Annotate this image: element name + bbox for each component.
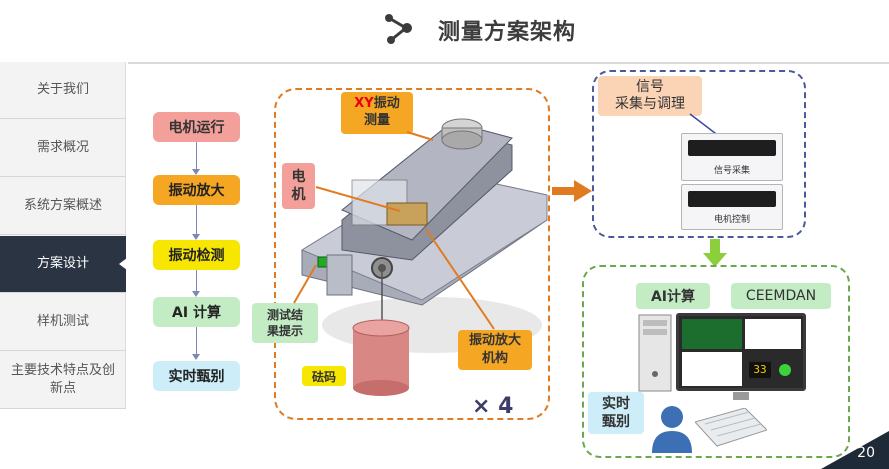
computer-tower-icon <box>638 314 672 392</box>
amplifier-text-1: 振动放大 <box>468 333 521 349</box>
flow-step-motor-run: 电机运行 <box>153 112 240 142</box>
waveform-panel <box>682 319 742 349</box>
pointer-line <box>315 186 401 212</box>
motor-text-1: 电 <box>291 168 306 185</box>
monitor-stand <box>733 392 749 400</box>
pointer-line <box>406 131 434 141</box>
multiplier-text: × 4 <box>472 394 514 419</box>
test-result-text-1: 测试结 <box>266 307 303 322</box>
test-result-label: 测试结 果提示 <box>252 303 318 343</box>
amplifier-text-2: 机构 <box>481 351 508 366</box>
motor-label: 电 机 <box>282 163 315 209</box>
motor-control-label: 电机控制 <box>713 215 750 225</box>
ceemdan-label: CEEMDAN <box>731 283 831 309</box>
signal-title-2: 采集与调理 <box>615 96 685 112</box>
ai-compute-label: AI计算 <box>636 283 710 309</box>
signal-acquisition-label: 信号采集 <box>713 166 750 176</box>
flow-connector <box>196 327 197 355</box>
sidebar-item-label: 主要技术特点及创新点 <box>10 363 115 396</box>
signal-acquisition-device: 信号采集 <box>681 133 783 181</box>
active-indicator-icon <box>119 258 127 270</box>
flow-step-realtime: 实时甄别 <box>153 361 240 391</box>
flow-step-amplify: 振动放大 <box>153 175 240 205</box>
rack-unit <box>688 140 776 156</box>
page-title: 测量方案架构 <box>438 20 577 45</box>
motor-text-2: 机 <box>291 187 306 203</box>
weight-cylinder <box>352 319 410 396</box>
arrow-down-icon <box>192 169 200 175</box>
ai-group <box>582 265 850 458</box>
header-bar <box>0 0 889 62</box>
arrow-down-icon <box>192 354 200 360</box>
mechanism-group <box>274 88 550 420</box>
monitor: 33 <box>676 313 806 391</box>
realtime-text-1: 实时 <box>602 395 630 412</box>
signal-title: 信号 采集与调理 <box>598 76 702 116</box>
weight-label: 砝码 <box>302 366 346 386</box>
arrow-right-icon <box>552 180 592 202</box>
sidebar-item-requirements[interactable]: 需求概况 <box>0 120 126 177</box>
arrow-down-icon <box>192 234 200 240</box>
flow-connector <box>196 270 197 292</box>
screen-readout: 33 <box>749 362 771 378</box>
xy-prefix: XY <box>354 96 374 112</box>
keyboard-icon <box>695 408 767 447</box>
realtime-detect-label: 实时 甄别 <box>588 392 644 434</box>
signal-group <box>592 70 806 238</box>
page-number: 20 <box>857 445 875 461</box>
spectrum-panel <box>745 319 801 349</box>
sidebar-item-label: 方案设计 <box>36 256 89 272</box>
header-divider <box>128 62 889 64</box>
sidebar-item-solution-design[interactable]: 方案设计 <box>0 236 127 293</box>
sidebar-item-label: 需求概况 <box>36 140 89 156</box>
xy-measure-text: 测量 <box>363 113 390 128</box>
test-result-text-2: 果提示 <box>266 324 303 338</box>
status-light <box>779 364 791 376</box>
flow-step-detect: 振动检测 <box>153 240 240 270</box>
pointer-line <box>293 264 317 304</box>
xy-vibration-text: 振动 <box>373 96 400 112</box>
xy-vibration-label: XY振动 测量 <box>341 92 413 134</box>
flow-connector <box>196 142 197 170</box>
amplifier-label: 振动放大 机构 <box>458 330 532 370</box>
arrow-down-icon <box>703 239 727 267</box>
realtime-text-2: 甄别 <box>602 414 630 430</box>
flow-connector <box>196 205 197 235</box>
sidebar-item-label: 关于我们 <box>36 82 89 98</box>
signal-panel <box>682 352 742 386</box>
motor-control-device: 电机控制 <box>681 184 783 230</box>
signal-title-1: 信号 <box>636 78 664 95</box>
share-node-icon <box>385 14 412 44</box>
rack-unit <box>688 191 776 207</box>
corner-triangle <box>821 431 889 469</box>
flow-step-ai: AI 计算 <box>153 297 240 327</box>
sidebar-item-system-overview[interactable]: 系统方案概述 <box>0 178 126 235</box>
user-icon <box>652 406 692 453</box>
sidebar-item-prototype-test[interactable]: 样机测试 <box>0 294 126 351</box>
sidebar: 关于我们 需求概况 系统方案概述 方案设计 样机测试 主要技术特点及创新点 <box>0 62 127 409</box>
sidebar-item-about[interactable]: 关于我们 <box>0 62 126 119</box>
pointer-line <box>425 228 495 330</box>
page-number-badge: 20 <box>821 431 889 469</box>
arrow-down-icon <box>192 291 200 297</box>
sidebar-item-features[interactable]: 主要技术特点及创新点 <box>0 352 126 409</box>
sidebar-item-label: 系统方案概述 <box>23 198 102 214</box>
sidebar-item-label: 样机测试 <box>36 314 89 330</box>
